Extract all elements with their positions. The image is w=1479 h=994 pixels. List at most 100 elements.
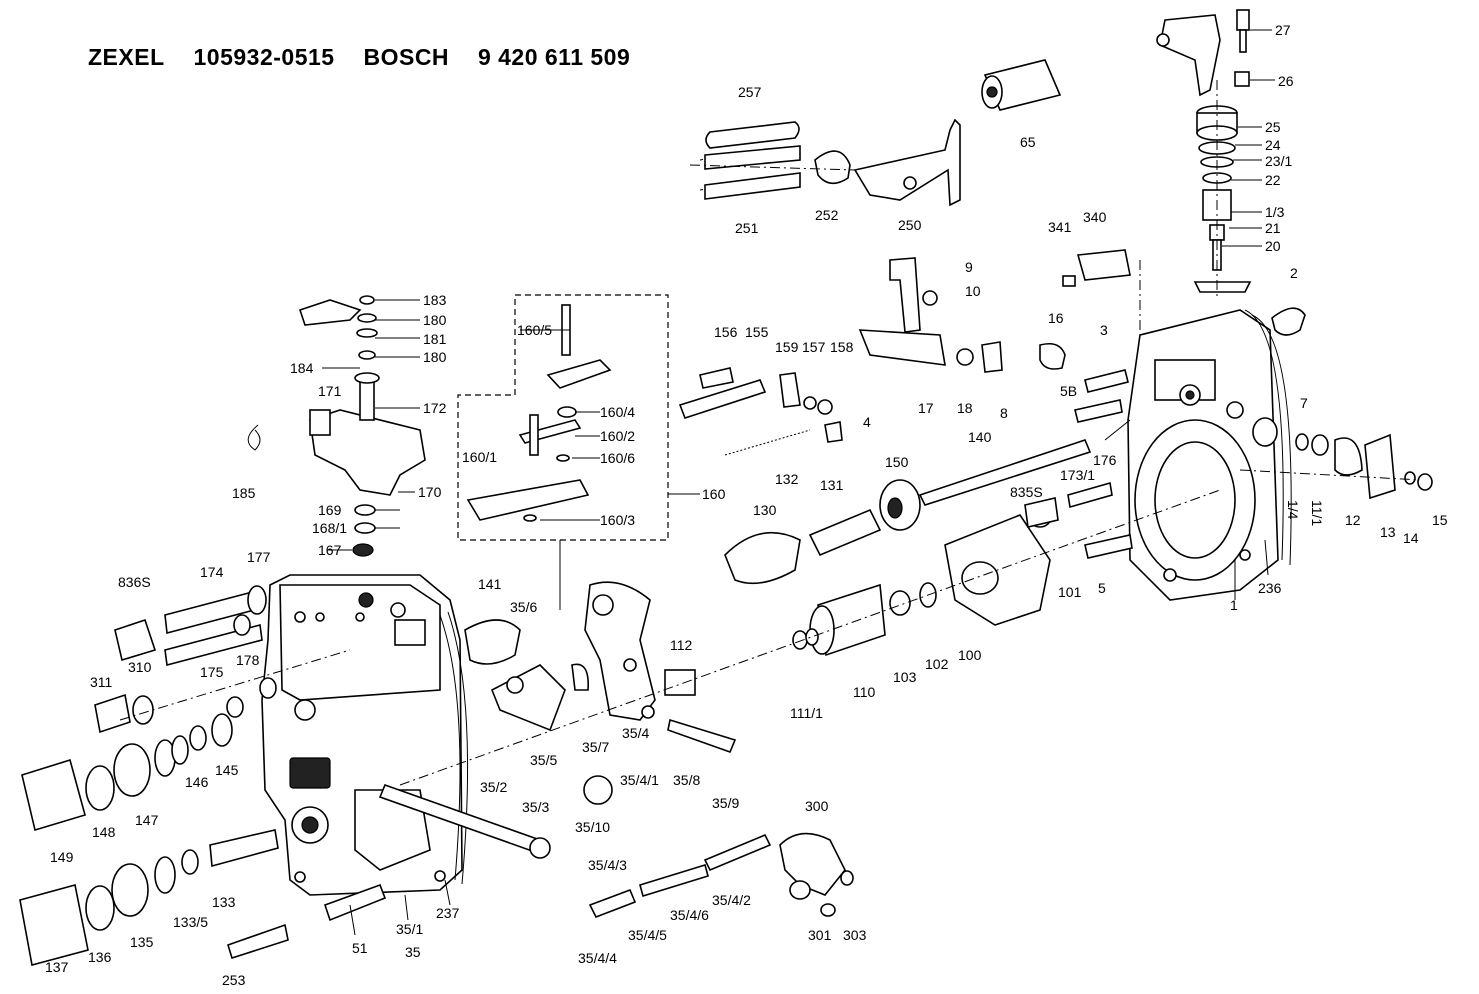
callout-111-1: 111/1	[790, 705, 823, 721]
part-number-zexel: 105932-0515	[193, 44, 335, 70]
maker-bosch: BOSCH	[363, 44, 450, 70]
callout-180-top: 180	[423, 312, 447, 328]
callout-236: 236	[1258, 580, 1282, 596]
callout-174: 174	[200, 564, 224, 580]
sleeve-110	[792, 582, 937, 657]
callout-132: 132	[775, 471, 799, 487]
callout-167: 167	[318, 542, 342, 558]
callout-257: 257	[738, 84, 762, 100]
callout-136: 136	[88, 949, 112, 965]
callout-10: 10	[965, 283, 981, 299]
callout-180-bottom: 180	[423, 349, 447, 365]
callout-181: 181	[423, 331, 447, 347]
callout-310: 310	[128, 659, 152, 675]
callout-16: 16	[1048, 310, 1064, 326]
callout-35-1: 35/1	[396, 921, 423, 937]
callout-22: 22	[1265, 172, 1281, 188]
callout-170: 170	[418, 484, 442, 500]
callout-341: 341	[1048, 219, 1072, 235]
callout-1-4: 1/4	[1285, 500, 1301, 520]
link-35-4	[588, 832, 854, 919]
callout-252: 252	[815, 207, 839, 223]
callout-156: 156	[714, 324, 738, 340]
callout-300: 300	[805, 798, 829, 814]
callout-102: 102	[925, 656, 949, 672]
callout-140: 140	[968, 429, 992, 445]
callout-160: 160	[702, 486, 726, 502]
callout-7: 7	[1300, 395, 1308, 411]
callout-1-3: 1/3	[1265, 204, 1285, 220]
callout-3: 3	[1100, 322, 1108, 338]
callout-101: 101	[1058, 584, 1082, 600]
callout-175: 175	[200, 664, 224, 680]
callout-149: 149	[50, 849, 74, 865]
callout-15: 15	[1432, 512, 1448, 528]
callout-21: 21	[1265, 220, 1281, 236]
callout-110: 110	[853, 684, 876, 700]
callout-177: 177	[247, 549, 271, 565]
callout-35-4-2: 35/4/2	[712, 892, 751, 908]
callout-173-1: 173/1	[1060, 467, 1095, 483]
callout-35-4: 35/4	[622, 725, 649, 741]
callout-237: 237	[436, 905, 460, 921]
part-number-bosch: 9 420 611 509	[477, 44, 631, 70]
callout-146: 146	[185, 774, 209, 790]
callout-8: 8	[1000, 405, 1008, 421]
callout-137: 137	[45, 959, 69, 975]
callout-9: 9	[965, 259, 973, 275]
callout-147: 147	[135, 812, 159, 828]
callout-185: 185	[232, 485, 256, 501]
callout-35-6: 35/6	[510, 599, 537, 615]
callout-172: 172	[423, 400, 447, 416]
shaft-140	[724, 439, 1092, 585]
callout-2: 2	[1290, 265, 1298, 281]
callout-301: 301	[808, 927, 832, 943]
top-valve-assembly	[1156, 9, 1252, 293]
callout-35-2: 35/2	[480, 779, 507, 795]
callout-160-2: 160/2	[600, 428, 635, 444]
callout-35-4-6: 35/4/6	[670, 907, 709, 923]
callout-17: 17	[918, 400, 934, 416]
callout-1: 1	[1230, 597, 1238, 613]
callout-25: 25	[1265, 119, 1281, 135]
callout-35-4-1: 35/4/1	[620, 772, 659, 788]
lever-35-4	[490, 581, 737, 805]
callout-835s: 835S	[1010, 484, 1043, 500]
callout-27: 27	[1275, 22, 1291, 38]
callout-160-5: 160/5	[517, 322, 552, 338]
callout-340: 340	[1083, 209, 1107, 225]
callout-250: 250	[898, 217, 922, 233]
callout-251: 251	[735, 220, 759, 236]
callout-160-3: 160/3	[600, 512, 635, 528]
callout-150: 150	[885, 454, 909, 470]
callout-24: 24	[1265, 137, 1281, 153]
callout-11-1: 11/1	[1309, 500, 1325, 526]
callout-35-7: 35/7	[582, 739, 609, 755]
callout-157: 157	[802, 339, 826, 355]
callout-35: 35	[405, 944, 421, 960]
callout-160-1: 160/1	[462, 449, 497, 465]
callout-303: 303	[843, 927, 867, 943]
governor-housing	[1127, 309, 1292, 601]
spring-set-251	[699, 121, 851, 200]
callout-159: 159	[775, 339, 799, 355]
callout-4: 4	[863, 414, 871, 430]
left-caps	[19, 585, 521, 966]
shaft-35-2	[378, 783, 551, 859]
callout-184: 184	[290, 360, 314, 376]
callout-51: 51	[352, 940, 368, 956]
callout-145: 145	[215, 762, 239, 778]
assembly-axes	[119, 80, 1421, 786]
callout-35-8: 35/8	[673, 772, 700, 788]
callout-130: 130	[753, 502, 777, 518]
callout-23-1: 23/1	[1265, 153, 1292, 169]
callout-158: 158	[830, 339, 854, 355]
callout-13: 13	[1380, 524, 1396, 540]
callout-176: 176	[1093, 452, 1117, 468]
callout-133-5: 133/5	[173, 914, 208, 930]
maker-zexel: ZEXEL	[88, 44, 165, 70]
callout-168-1: 168/1	[312, 520, 347, 536]
callout-183: 183	[423, 292, 447, 308]
